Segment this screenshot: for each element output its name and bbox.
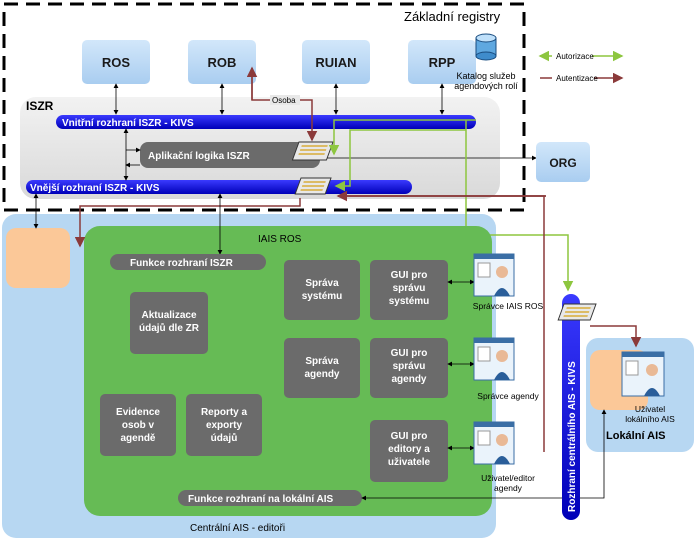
reports-box[interactable]: [186, 394, 262, 456]
local-user-label-1: Uživatel: [635, 404, 665, 414]
update-line-1: Aktualizace: [141, 310, 196, 321]
app-logic-label: Aplikační logika ISZR: [148, 151, 250, 162]
registry-ruian-label: RUIAN: [315, 55, 356, 70]
iszr-label: ISZR: [26, 99, 54, 113]
registry-ruian[interactable]: [302, 40, 370, 84]
update-line-2: údajů dle ZR: [139, 322, 200, 334]
reports-line-1: Reporty a: [201, 407, 248, 418]
registry-ros[interactable]: [82, 40, 150, 84]
gui-editor-box[interactable]: [370, 420, 448, 482]
orange-box-central: [6, 228, 70, 288]
gui-editor-line-2: editory a: [388, 444, 430, 455]
registry-rob[interactable]: [188, 40, 256, 84]
catalog-label-1: Katalog služeb: [456, 71, 515, 81]
gui-agenda-line-1: GUI pro: [391, 348, 428, 359]
local-user-label-2: lokálního AIS: [625, 414, 675, 424]
gui-sys-line-3: systému: [389, 296, 430, 307]
local-ais-label: Lokální AIS: [606, 430, 666, 442]
gui-editor-line-3: uživatele: [388, 457, 431, 468]
editor-label-2: agendy: [494, 483, 523, 493]
gui-agenda-line-2: správu: [393, 361, 426, 372]
local-interface-bar[interactable]: [178, 490, 362, 506]
editor-label-1: Uživatel/editor: [481, 473, 535, 483]
registry-frame: [2, 2, 526, 212]
user-icon: [473, 421, 515, 465]
registry-ros-label: ROS: [102, 55, 131, 70]
sys-mgmt-box[interactable]: [284, 260, 360, 320]
central-bus-label: Rozhraní centrálního AIS - KIVS: [567, 361, 578, 512]
gui-sys-box[interactable]: [370, 260, 448, 320]
evidence-line-2: osob v: [122, 420, 155, 431]
outer-bus-label: Vnější rozhraní ISZR - KIVS: [30, 183, 160, 194]
app-logic-box[interactable]: [140, 142, 320, 168]
gateway-icon: [291, 141, 334, 161]
legend-authorization: Autorizace: [556, 52, 594, 61]
catalog-label-2: agendových rolí: [454, 81, 518, 91]
gateway-icon: [294, 177, 332, 195]
iszr-interface-bar[interactable]: [110, 254, 266, 270]
agenda-mgmt-line-1: Správa: [305, 356, 339, 367]
user-icon: [473, 337, 515, 381]
registry-rpp[interactable]: [408, 40, 476, 84]
local-interface-label: Funkce rozhraní na lokální AIS: [188, 494, 334, 505]
registry-rob-label: ROB: [208, 55, 237, 70]
gui-sys-line-2: správu: [393, 283, 426, 294]
evidence-line-3: agendě: [120, 433, 155, 444]
user-icon: [621, 351, 665, 397]
gui-agenda-line-3: agendy: [391, 374, 426, 385]
registry-title: Základní registry: [404, 9, 501, 24]
sys-mgmt-line-2: systému: [302, 291, 343, 302]
legend-authentication: Autentizace: [556, 74, 598, 83]
gui-editor-line-1: GUI pro: [391, 431, 428, 442]
evidence-line-1: Evidence: [116, 407, 160, 418]
agenda-mgmt-line-2: agendy: [304, 369, 339, 380]
reports-line-2: exporty: [206, 420, 243, 431]
update-box[interactable]: [130, 292, 208, 354]
org-box[interactable]: [536, 142, 590, 182]
evidence-box[interactable]: [100, 394, 176, 456]
database-icon: [475, 33, 497, 61]
inner-bus[interactable]: [56, 115, 476, 129]
admin-user-label: Správce IAIS ROS: [473, 301, 544, 311]
inner-bus-label: Vnitřní rozhraní ISZR - KIVS: [62, 118, 194, 129]
iais-ros-title: IAIS ROS: [258, 234, 302, 245]
registry-rpp-label: RPP: [429, 55, 456, 70]
central-bus[interactable]: [562, 294, 580, 520]
org-label: ORG: [549, 156, 576, 170]
gui-agenda-box[interactable]: [370, 338, 448, 398]
gateway-icon: [557, 303, 597, 321]
agenda-mgmt-box[interactable]: [284, 338, 360, 398]
agenda-admin-label: Správce agendy: [477, 391, 539, 401]
sys-mgmt-line-1: Správa: [305, 278, 339, 289]
user-icon: [473, 253, 515, 297]
central-ais-label: Centrální AIS - editoři: [190, 523, 285, 534]
iszr-interface-label: Funkce rozhraní ISZR: [130, 258, 234, 269]
osoba-label: Osoba: [272, 96, 296, 105]
reports-line-3: údajů: [211, 432, 238, 444]
gui-sys-line-1: GUI pro: [391, 270, 428, 281]
